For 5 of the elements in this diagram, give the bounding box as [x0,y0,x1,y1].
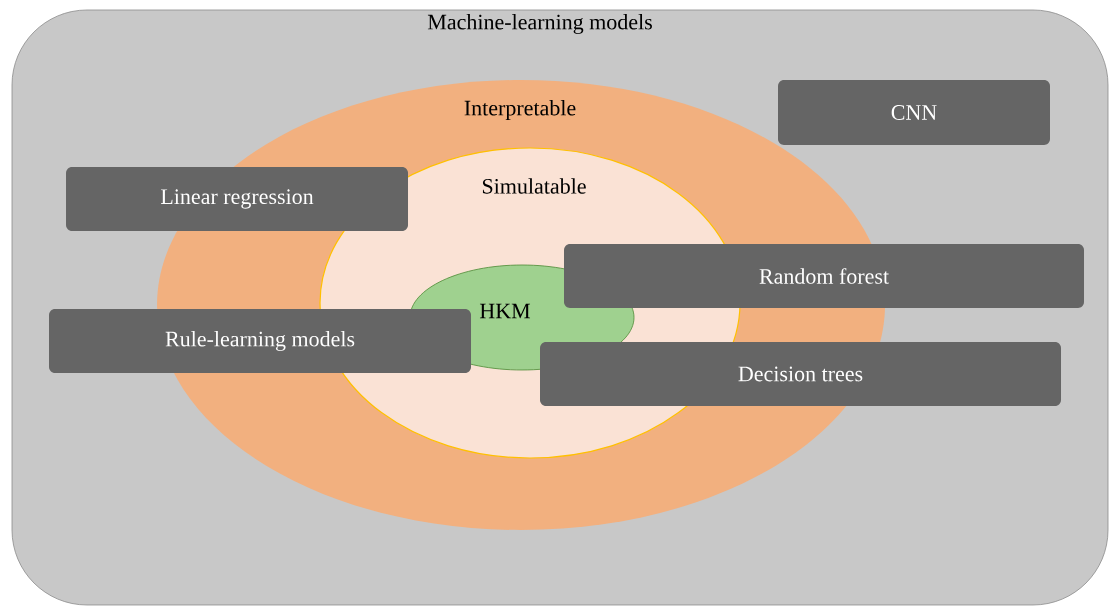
model-box: Rule-learning models [49,309,471,373]
model-box: CNN [778,80,1050,145]
model-box: Linear regression [66,167,408,231]
model-box: Decision trees [540,342,1061,406]
model-box: Random forest [564,244,1084,308]
